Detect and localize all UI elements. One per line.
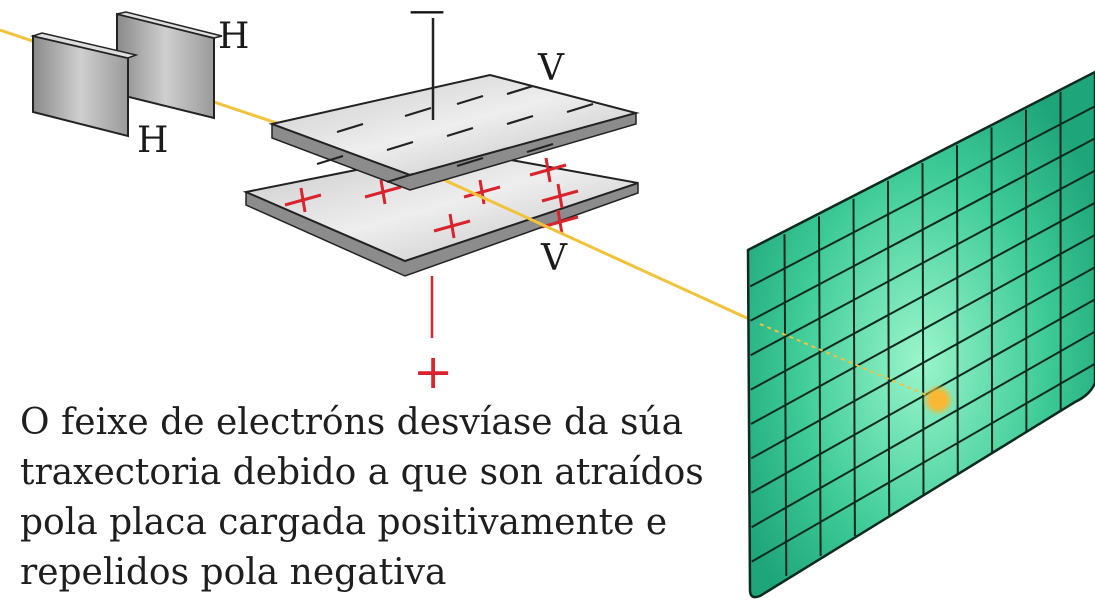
plus-sign-stem (556, 209, 564, 235)
plus-sign-stem (379, 179, 387, 205)
minus-sign (526, 142, 554, 154)
minus-sign (336, 122, 364, 134)
minus-sign (506, 84, 534, 96)
label-h-top: H (218, 16, 249, 57)
minus-sign (446, 126, 474, 138)
grid-line-horizontal (751, 330, 1095, 529)
plus-sign-stem (448, 213, 456, 239)
minus-sign (456, 94, 484, 106)
minus-sign (456, 156, 484, 168)
caption: O feixe de electróns desvíase da súa tra… (20, 398, 740, 598)
horizontal-deflection-plates (30, 11, 223, 138)
minus-sign (506, 114, 534, 126)
plus-sign-stem (544, 157, 552, 183)
grid-line-horizontal (750, 266, 1095, 460)
plus-sign-stem (299, 187, 307, 213)
minus-sign (386, 140, 414, 152)
caption-line-2: traxectoria debido a que son atraídos (20, 452, 704, 493)
plate-plus-signs (284, 157, 579, 239)
grid-line-horizontal (750, 234, 1095, 425)
caption-line-1: O feixe de electróns desvíase da súa (20, 402, 684, 443)
negative-terminal-label: — (409, 0, 445, 31)
minus-sign (316, 154, 344, 166)
minus-sign (566, 102, 594, 114)
positive-terminal-label: + (413, 344, 453, 400)
screen-surface (746, 70, 1095, 599)
minus-sign (386, 172, 414, 184)
fluorescent-screen (746, 70, 1095, 599)
grid-line-horizontal (750, 201, 1095, 391)
electron-beam-to-spot (759, 323, 939, 401)
caption-line-3: pola placa cargada positivamente e (20, 502, 668, 543)
grid-line-horizontal (749, 105, 1095, 288)
label-v-bottom: V (540, 238, 568, 279)
plus-sign-stem (556, 183, 564, 209)
label-v-top: V (537, 48, 565, 89)
electron-beam-deflected (439, 176, 761, 326)
grid-line-horizontal (751, 362, 1095, 563)
h-plate-front-edge (30, 32, 139, 59)
negative-plate (268, 73, 640, 191)
caption-line-4: repelidos pola negativa (20, 552, 447, 593)
h-plate-back-edge (116, 11, 223, 39)
minus-sign (404, 106, 432, 118)
impact-spot (931, 393, 945, 407)
screen-grid (749, 91, 1095, 577)
grid-line-horizontal (750, 169, 1095, 357)
plate-minus-signs (316, 84, 594, 184)
grid-line-horizontal (749, 137, 1095, 322)
plus-sign-stem (478, 179, 486, 205)
label-h-bottom: H (137, 120, 168, 161)
negative-plate-top (268, 73, 640, 177)
